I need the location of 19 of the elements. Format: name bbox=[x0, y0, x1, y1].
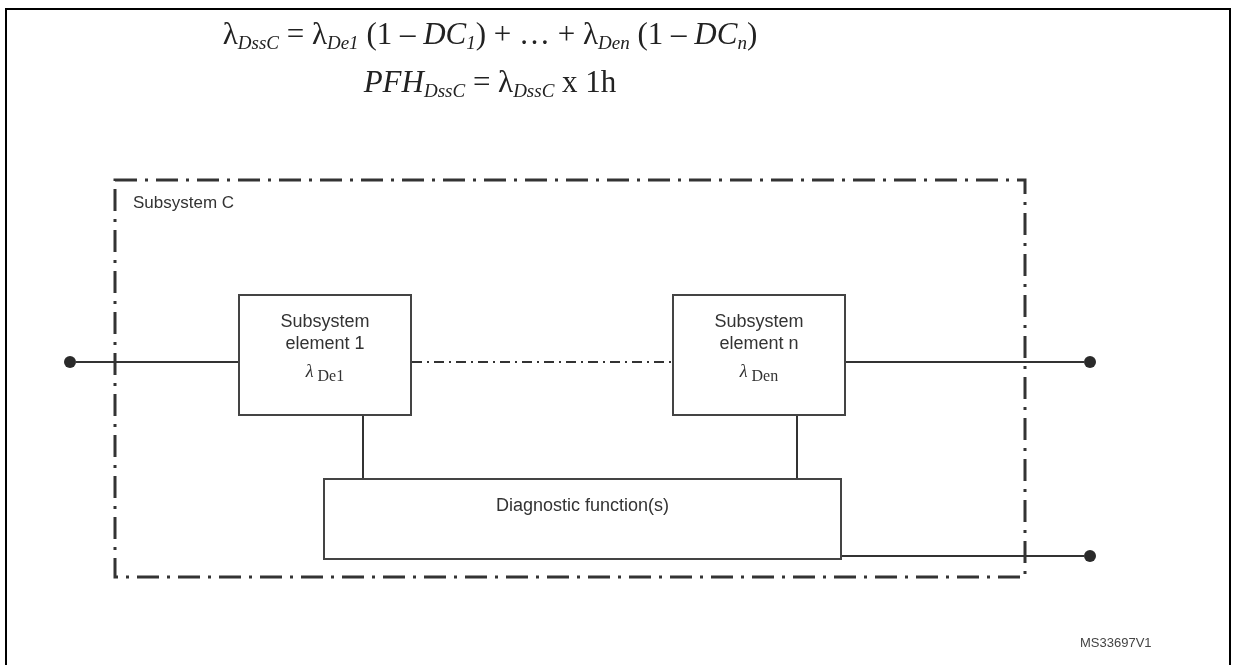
connector-line bbox=[845, 361, 1085, 363]
block-title: Subsystem element 1 bbox=[279, 310, 371, 354]
connector-line bbox=[841, 555, 1085, 557]
figure-code: MS33697V1 bbox=[1080, 634, 1152, 652]
failure-rate-symbol: λ$_{De1}$ bbox=[305, 360, 345, 385]
connector-line bbox=[796, 415, 798, 479]
formula: λ$_{DssC}$ = λ$_{De1}$ (1 – DC$_{1}$) + … + λ$_{Den}$ (1 – DC$_{n}$) bbox=[222, 15, 758, 54]
block-box bbox=[323, 478, 842, 560]
boundary-title: Subsystem C bbox=[133, 192, 235, 214]
failure-rate-symbol: λ$_{Den}$ bbox=[739, 360, 779, 385]
formula: PFH$_{DssC}$ = λ$_{DssC}$ x 1h bbox=[363, 63, 617, 102]
connector-line bbox=[75, 361, 239, 363]
block-box bbox=[238, 294, 412, 416]
block-box bbox=[672, 294, 846, 416]
dash-dot-connector bbox=[411, 361, 673, 363]
subsystem-boundary bbox=[115, 180, 1025, 577]
block-title: Diagnostic function(s) bbox=[494, 494, 671, 516]
block-title: Subsystem element n bbox=[713, 310, 805, 354]
connector-line bbox=[362, 415, 364, 479]
